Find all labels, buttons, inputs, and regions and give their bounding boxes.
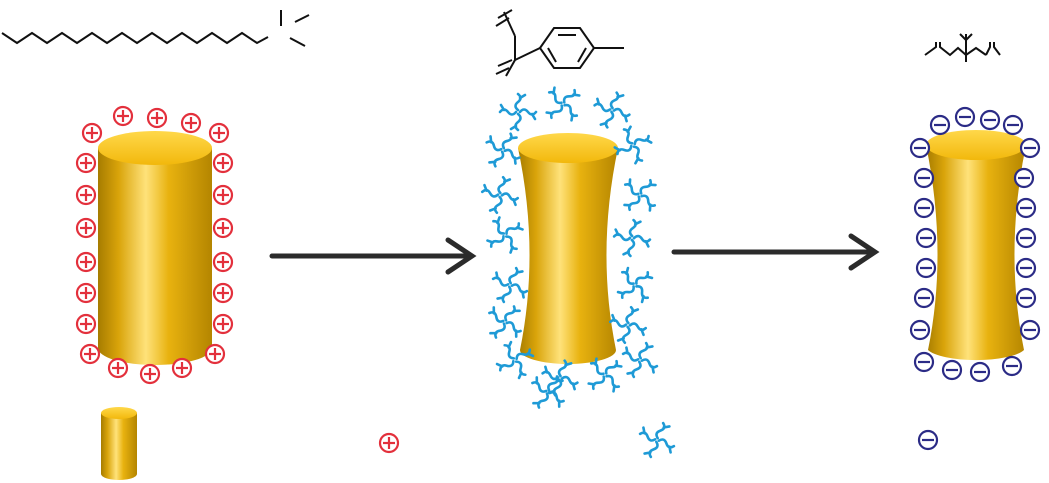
negative-charge — [913, 167, 935, 189]
negative-charge — [1002, 114, 1024, 136]
nanorod-stage-1 — [75, 105, 234, 385]
negative-charge — [1001, 355, 1023, 377]
negative-charge — [929, 114, 951, 136]
legend-positive — [378, 432, 400, 454]
negative-charge — [1015, 287, 1037, 309]
nanorod-stage-2 — [480, 86, 659, 409]
negative-charge — [915, 257, 937, 279]
positive-charge — [75, 217, 97, 239]
negative-charge — [954, 106, 976, 128]
polymer-coil — [491, 266, 529, 304]
gold-nanorod-icon — [101, 407, 137, 480]
alkyl-chain — [1, 31, 269, 45]
positive-charge — [112, 105, 134, 127]
arrow-1 — [269, 237, 477, 275]
negative-charges — [909, 106, 1041, 383]
negative-charge — [909, 319, 931, 341]
polymer-coil — [545, 86, 581, 122]
polymer-coil — [486, 216, 524, 254]
negative-charge — [915, 227, 937, 249]
polymer-coil — [495, 340, 535, 380]
positive-charge — [212, 217, 234, 239]
positive-charge — [139, 363, 161, 385]
negative-charge — [1013, 167, 1035, 189]
legend-negative — [917, 429, 939, 451]
polymer-coil-icon — [638, 421, 676, 459]
negative-charge — [969, 361, 991, 383]
polymer-coil — [623, 178, 657, 212]
negative-charge — [941, 359, 963, 381]
legend — [101, 407, 939, 480]
polymer-coil — [608, 305, 648, 345]
negative-charge — [1015, 227, 1037, 249]
positive-charge — [75, 282, 97, 304]
polymer-coil — [498, 92, 538, 132]
polymer-coil — [593, 91, 631, 129]
positive-charge — [180, 112, 202, 134]
positive-charge — [212, 184, 234, 206]
polymer-coil — [531, 375, 565, 409]
negative-charge — [1019, 137, 1041, 159]
positive-charge — [79, 343, 101, 365]
positive-charge — [75, 184, 97, 206]
positive-charge — [107, 357, 129, 379]
polymer-coil — [613, 125, 653, 165]
polymer-coil — [612, 218, 652, 258]
polymer-coils — [480, 86, 659, 409]
ctab-structure — [1, 10, 310, 47]
negative-charge — [913, 351, 935, 373]
polymer-coil — [488, 305, 522, 339]
polymer-coil — [480, 175, 520, 215]
positive-charge — [75, 313, 97, 335]
nanorod-stage-3 — [909, 106, 1041, 383]
anionic-ligand-structure — [924, 33, 1001, 62]
positive-charge — [146, 107, 168, 129]
negative-charge-icon — [917, 429, 939, 451]
arrow-2 — [671, 233, 880, 271]
legend-polymer — [638, 421, 676, 459]
positive-charge — [212, 152, 234, 174]
polymer-coil — [587, 357, 623, 393]
polymer-coil — [616, 266, 654, 304]
positive-charge — [204, 343, 226, 365]
positive-charge — [212, 251, 234, 273]
positive-charges — [75, 105, 234, 385]
positive-charge — [75, 152, 97, 174]
positive-charge — [75, 251, 97, 273]
positive-charge — [212, 282, 234, 304]
positive-charge-icon — [378, 432, 400, 454]
positive-charge — [212, 313, 234, 335]
positive-charge — [208, 122, 230, 144]
negative-charge — [979, 109, 1001, 131]
polymer-coil — [621, 341, 659, 379]
positive-charge — [81, 122, 103, 144]
positive-charge — [171, 357, 193, 379]
polystyrene-structure — [495, 9, 624, 77]
negative-charge — [913, 197, 935, 219]
negative-charge — [1019, 319, 1041, 341]
negative-charge — [913, 287, 935, 309]
polymer-coil — [485, 132, 521, 168]
negative-charge — [1015, 197, 1037, 219]
negative-charge — [1015, 257, 1037, 279]
negative-charge — [909, 137, 931, 159]
